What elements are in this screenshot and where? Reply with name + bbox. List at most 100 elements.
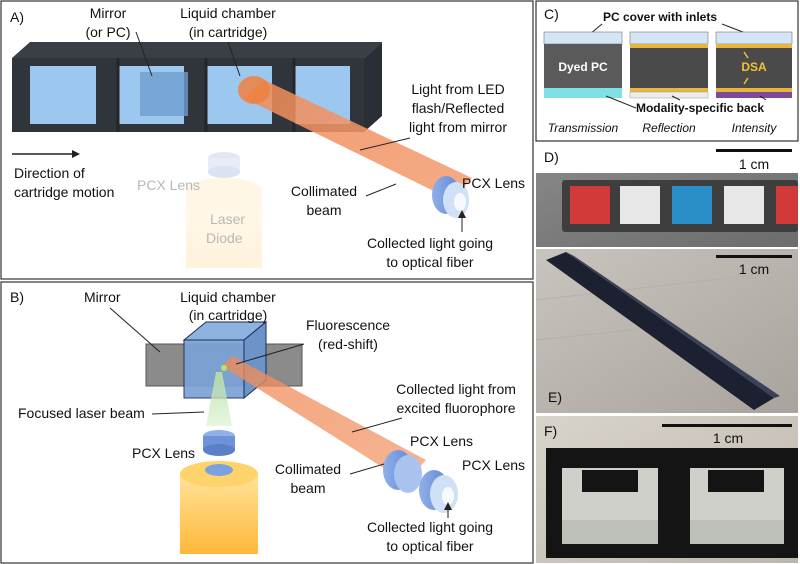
fluorescence-leader bbox=[235, 343, 305, 365]
pcx-lens-a-glint bbox=[454, 193, 466, 211]
well-clear-1 bbox=[620, 186, 660, 224]
panel-d-top-band bbox=[536, 143, 798, 173]
chamber-leader bbox=[227, 41, 241, 77]
back-leader-2 bbox=[671, 95, 681, 101]
panel-c-letter: C) bbox=[544, 6, 559, 22]
module1-cover bbox=[543, 31, 623, 45]
cartridge-top bbox=[12, 42, 382, 58]
well-clear-2 bbox=[724, 186, 764, 224]
mode-intensity: Intensity bbox=[732, 121, 778, 135]
pcx-lens-a-label: PCX Lens bbox=[462, 175, 525, 191]
panel-b-frame bbox=[0, 281, 534, 564]
back-leader-1 bbox=[605, 95, 637, 109]
fluorescence-spot bbox=[221, 365, 227, 371]
laser-ghost-label-1: Laser bbox=[210, 211, 245, 227]
scale-bar-e bbox=[716, 255, 792, 258]
laser-diode-b bbox=[180, 461, 258, 554]
pcx-lens-ghost-label: PCX Lens bbox=[137, 177, 200, 193]
light-beam-a bbox=[244, 80, 472, 200]
mirror-label-b: Mirror bbox=[84, 289, 121, 305]
chamber-cube-b bbox=[182, 320, 268, 400]
scale-bar-d bbox=[716, 149, 792, 152]
panel-e-letter: E) bbox=[548, 389, 562, 405]
cartridge-edge-e bbox=[566, 252, 780, 398]
chamber-window-1 bbox=[30, 66, 96, 124]
dsa-label: DSA bbox=[741, 60, 767, 74]
laser-b-aperture bbox=[205, 464, 233, 476]
panel-f: F) 1 cm bbox=[536, 416, 798, 563]
focused-leader bbox=[151, 411, 205, 415]
collected-label-a-1: Collected light going bbox=[367, 235, 493, 251]
inlet-f-1 bbox=[582, 470, 638, 492]
paper-line-1 bbox=[535, 269, 799, 301]
collimated-label-b-1: Collimated bbox=[275, 461, 341, 477]
chamber-label-b-1: Liquid chamber bbox=[180, 289, 276, 305]
mirror-label-1: Mirror bbox=[90, 5, 127, 21]
panel-d: D) 1 cm bbox=[536, 143, 798, 247]
chamber-label-1: Liquid chamber bbox=[180, 5, 276, 21]
laser-ghost-label-2: Diode bbox=[206, 230, 243, 246]
module-intensity bbox=[715, 31, 793, 98]
motion-label-1: Direction of bbox=[14, 165, 85, 181]
laser-label-b-1: Laser bbox=[262, 503, 297, 519]
panel-a: A) bbox=[0, 0, 534, 280]
dyed-pc-label: Dyed PC bbox=[558, 60, 608, 74]
module2-back bbox=[629, 91, 709, 99]
scale-label-e: 1 cm bbox=[739, 261, 769, 277]
cartridge-a bbox=[12, 42, 382, 132]
back-leader-3 bbox=[759, 95, 767, 101]
light-label-3: light from mirror bbox=[409, 119, 507, 135]
chamber-label-b-2: (in cartridge) bbox=[189, 307, 268, 323]
ghost-lens-bottom bbox=[208, 166, 240, 178]
light-leader bbox=[359, 137, 411, 151]
module1-back bbox=[544, 88, 622, 98]
pcx-lens-b-left bbox=[203, 430, 235, 456]
collected-fluor-label-2: excited fluorophore bbox=[396, 400, 515, 416]
pcx-lens-b-2 bbox=[419, 470, 458, 513]
module3-tape-bottom bbox=[716, 88, 792, 92]
scale-label-d: 1 cm bbox=[739, 156, 769, 172]
light-label-1: Light from LED bbox=[411, 81, 504, 97]
cartridge-photo-e bbox=[546, 252, 774, 410]
light-label-2: flash/Reflected bbox=[412, 100, 505, 116]
collimated-leader-a bbox=[365, 183, 397, 197]
well-red-2 bbox=[776, 186, 798, 224]
module1-dyed-pc bbox=[544, 44, 622, 88]
scale-bar-f bbox=[662, 424, 792, 427]
collimated-label-a-2: beam bbox=[306, 202, 341, 218]
pcx-lens-b2-label: PCX Lens bbox=[462, 457, 525, 473]
panel-e: 1 cm E) bbox=[535, 249, 799, 413]
liquid-f-2 bbox=[690, 520, 784, 544]
laser-b-body bbox=[180, 474, 258, 554]
pcx-lens-a bbox=[432, 176, 469, 218]
mirror-leader bbox=[135, 31, 153, 77]
collimated-label-a-1: Collimated bbox=[291, 183, 357, 199]
lens-b1-face bbox=[394, 455, 422, 493]
fluorescence-label-1: Fluorescence bbox=[306, 317, 390, 333]
module3-cover bbox=[715, 31, 793, 45]
module2-core bbox=[630, 48, 708, 88]
fluorescence-label-2: (red-shift) bbox=[318, 336, 378, 352]
scale-label-f: 1 cm bbox=[713, 430, 743, 446]
chamber-label-2: (in cartridge) bbox=[189, 24, 268, 40]
collimated-leader-b bbox=[349, 463, 385, 475]
module3-tape-top bbox=[716, 44, 792, 48]
mirror-leader-b bbox=[109, 307, 161, 353]
back-label: Modality-specific back bbox=[636, 101, 764, 115]
panel-c: C) PC cover with inlets Dyed PC bbox=[535, 0, 799, 142]
fluorescence-beam bbox=[222, 356, 426, 482]
mode-transmission: Transmission bbox=[548, 121, 619, 135]
collected-fluor-leader bbox=[351, 417, 403, 433]
cover-label: PC cover with inlets bbox=[603, 10, 717, 24]
collected-label-b-1: Collected light going bbox=[367, 519, 493, 535]
mode-reflection: Reflection bbox=[642, 121, 696, 135]
collected-arrow-b bbox=[444, 502, 452, 510]
panel-d-letter: D) bbox=[544, 149, 559, 165]
laser-label-b-2: Diode bbox=[262, 521, 299, 537]
collected-arrow-a bbox=[458, 210, 466, 218]
collected-fluor-label-1: Collected light from bbox=[396, 381, 516, 397]
module-transmission bbox=[543, 31, 623, 98]
focused-laser-beam bbox=[206, 372, 232, 426]
panel-b-letter: B) bbox=[10, 289, 24, 305]
well-red-1 bbox=[570, 186, 610, 224]
